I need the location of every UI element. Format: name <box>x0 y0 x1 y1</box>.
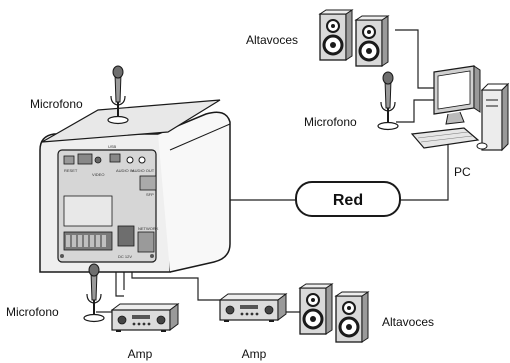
label-microfono-pc: Microfono <box>304 115 357 129</box>
speakers-bottom <box>298 282 370 344</box>
speaker-icon <box>298 282 334 336</box>
label-microfono-left: Microfono <box>30 97 83 111</box>
speakers-top <box>318 8 390 68</box>
label-usb: USB <box>108 144 117 149</box>
label-power: DC 12V <box>118 254 132 259</box>
speaker-icon <box>318 8 354 62</box>
label-audio-in: AUDIO IN <box>116 168 134 173</box>
label-video: VIDEO <box>92 172 104 177</box>
speaker-icon <box>354 14 390 68</box>
label-altavoces-top: Altavoces <box>246 33 298 47</box>
label-amp-right: Amp <box>242 347 267 361</box>
label-network: NETWORK <box>138 226 159 231</box>
label-microfono-bottom: Microfono <box>6 305 59 319</box>
pc-icon <box>410 65 510 152</box>
label-audio-out: AUDIO OUT <box>132 168 155 173</box>
label-reset: RESET <box>64 168 78 173</box>
label-pc: PC <box>454 165 471 179</box>
label-sfp: SFP <box>146 192 154 197</box>
label-altavoces-bottom: Altavoces <box>382 315 434 329</box>
label-red: Red <box>333 192 363 209</box>
microphone-icon <box>377 71 399 131</box>
network-box: Red <box>295 181 401 217</box>
amplifier-icon <box>219 293 287 323</box>
label-amp-left: Amp <box>128 347 153 361</box>
camera: RESET VIDEO USB AUDIO IN AUDIO OUT SFP N… <box>39 99 231 273</box>
amplifier-icon <box>111 303 179 333</box>
speaker-icon <box>334 290 370 344</box>
